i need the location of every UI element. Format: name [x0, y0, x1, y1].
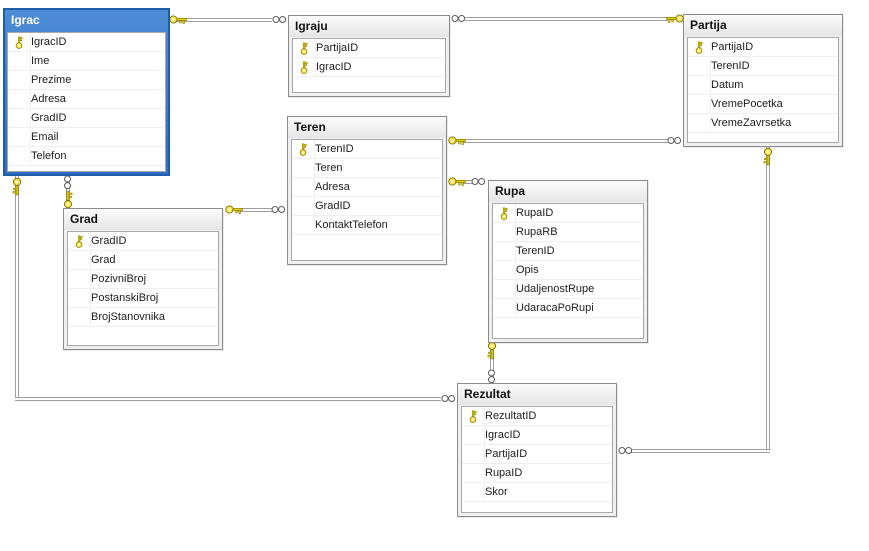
table-partija-fields: PartijaID TerenID Datum VremePocetka Vre…	[687, 37, 839, 143]
field-row[interactable]: Telefon	[8, 147, 165, 166]
table-grad[interactable]: Grad GradID Grad PozivniBroj PostanskiBr…	[63, 208, 223, 350]
many-side-infinity-icon	[441, 395, 456, 402]
table-rezultat-title[interactable]: Rezultat	[458, 384, 616, 405]
field-row[interactable]: RupaRB	[493, 223, 643, 242]
primary-key-icon	[493, 204, 516, 222]
primary-key-icon	[8, 33, 31, 51]
field-row[interactable]: KontaktTelefon	[292, 216, 442, 235]
field-row[interactable]: BrojStanovnika	[68, 308, 218, 327]
relationship-line[interactable]	[462, 180, 474, 184]
field-row[interactable]: RupaID	[493, 204, 643, 223]
field-row[interactable]: Opis	[493, 261, 643, 280]
table-teren-title[interactable]: Teren	[288, 117, 446, 138]
field-row[interactable]: IgracID	[8, 33, 165, 52]
relationship-line[interactable]	[15, 176, 19, 399]
field-row[interactable]: GradID	[292, 197, 442, 216]
field-row[interactable]: PozivniBroj	[68, 270, 218, 289]
table-rupa-title[interactable]: Rupa	[489, 181, 647, 202]
field-row[interactable]: Adresa	[8, 90, 165, 109]
field-row[interactable]: TerenID	[493, 242, 643, 261]
field-row[interactable]: PostanskiBroj	[68, 289, 218, 308]
field-row[interactable]: PartijaID	[462, 445, 612, 464]
table-grad-fields: GradID Grad PozivniBroj PostanskiBroj Br…	[67, 231, 219, 346]
many-side-infinity-icon	[667, 137, 682, 144]
table-igraju-fields: PartijaID IgracID	[292, 38, 446, 93]
many-side-infinity-icon	[471, 178, 486, 185]
relationship-line[interactable]	[631, 449, 770, 453]
primary-key-icon	[293, 39, 316, 57]
field-row[interactable]: PartijaID	[688, 38, 838, 57]
field-row[interactable]: Prezime	[8, 71, 165, 90]
relationship-line[interactable]	[462, 139, 668, 143]
one-side-key-icon	[169, 15, 187, 25]
field-row[interactable]: Ime	[8, 52, 165, 71]
many-side-infinity-icon	[271, 206, 286, 213]
field-row[interactable]: RezultatID	[462, 407, 612, 426]
table-igrac-fields: IgracID Ime Prezime Adresa GradID Email …	[7, 32, 166, 172]
table-igraju[interactable]: Igraju PartijaID IgracID	[288, 15, 450, 97]
field-row[interactable]: IgracID	[462, 426, 612, 445]
one-side-key-icon	[225, 205, 243, 215]
relationship-line[interactable]	[490, 343, 494, 383]
table-rupa-fields: RupaID RupaRB TerenID Opis UdaljenostRup…	[492, 203, 644, 339]
one-side-key-icon	[487, 341, 497, 360]
field-row[interactable]: TerenID	[688, 57, 838, 76]
table-igrac-title[interactable]: Igrac	[11, 13, 40, 27]
one-side-key-icon	[763, 147, 773, 166]
many-side-infinity-icon	[451, 15, 466, 22]
one-side-key-icon	[448, 177, 466, 187]
field-row[interactable]: Teren	[292, 159, 442, 178]
one-side-key-icon	[666, 14, 684, 24]
field-row[interactable]: GradID	[68, 232, 218, 251]
table-teren[interactable]: Teren TerenID Teren Adresa GradID Kontak…	[287, 116, 447, 265]
table-rupa[interactable]: Rupa RupaID RupaRB TerenID Opis Udaljeno…	[488, 180, 648, 343]
one-side-key-icon	[63, 190, 73, 209]
primary-key-icon	[68, 232, 91, 250]
primary-key-icon	[688, 38, 711, 56]
table-partija-title[interactable]: Partija	[684, 15, 842, 36]
field-row[interactable]: Datum	[688, 76, 838, 95]
field-row[interactable]: Adresa	[292, 178, 442, 197]
table-igrac[interactable]: Igrac IgracID Ime Prezime Adresa GradID …	[3, 8, 170, 176]
table-partija[interactable]: Partija PartijaID TerenID Datum VremePoc…	[683, 14, 843, 147]
relationship-line[interactable]	[465, 17, 668, 21]
relationship-line[interactable]	[15, 397, 441, 401]
field-row[interactable]: Grad	[68, 251, 218, 270]
field-row[interactable]: UdaracaPoRupi	[493, 299, 643, 318]
many-side-infinity-icon	[618, 447, 633, 454]
table-teren-fields: TerenID Teren Adresa GradID KontaktTelef…	[291, 139, 443, 261]
primary-key-icon	[293, 58, 316, 76]
one-side-key-icon	[12, 177, 22, 196]
field-row[interactable]: VremeZavrsetka	[688, 114, 838, 133]
table-rezultat[interactable]: Rezultat RezultatID IgracID PartijaID Ru…	[457, 383, 617, 517]
field-row[interactable]: Skor	[462, 483, 612, 502]
field-row[interactable]: Email	[8, 128, 165, 147]
relationship-line[interactable]	[171, 18, 272, 22]
field-row[interactable]: VremePocetka	[688, 95, 838, 114]
relationship-line[interactable]	[238, 208, 273, 212]
one-side-key-icon	[448, 136, 466, 146]
field-row[interactable]: RupaID	[462, 464, 612, 483]
many-side-infinity-icon	[272, 16, 287, 23]
table-rezultat-fields: RezultatID IgracID PartijaID RupaID Skor	[461, 406, 613, 513]
primary-key-icon	[462, 407, 485, 425]
relationship-line[interactable]	[766, 147, 770, 453]
field-row[interactable]: UdaljenostRupe	[493, 280, 643, 299]
primary-key-icon	[292, 140, 315, 158]
field-row[interactable]: GradID	[8, 109, 165, 128]
table-grad-title[interactable]: Grad	[64, 209, 222, 230]
many-side-infinity-icon	[64, 175, 71, 190]
field-row[interactable]: TerenID	[292, 140, 442, 159]
many-side-infinity-icon	[488, 369, 495, 384]
field-row[interactable]: PartijaID	[293, 39, 445, 58]
table-igraju-title[interactable]: Igraju	[289, 16, 449, 37]
field-row[interactable]: IgracID	[293, 58, 445, 77]
